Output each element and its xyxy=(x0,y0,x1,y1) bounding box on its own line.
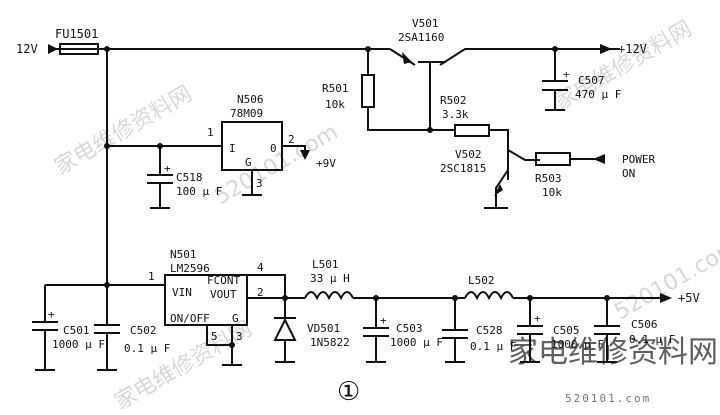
capacitor-c503: + C503 1000 μ F xyxy=(363,298,443,363)
v501-part: 2SA1160 xyxy=(398,31,444,44)
power-on-label-1: POWER xyxy=(622,153,655,166)
svg-text:1: 1 xyxy=(207,126,214,139)
svg-text:+: + xyxy=(380,314,387,327)
svg-text:FCONT: FCONT xyxy=(207,274,240,287)
out-9v-label: +9V xyxy=(316,157,336,170)
watermark-text: 家电维修资料网 xyxy=(551,17,697,116)
input-12v: 12V xyxy=(16,42,60,56)
c506-value: 0.1 μ F xyxy=(629,333,675,346)
transistor-v502: V502 2SC1815 xyxy=(440,140,540,209)
regulator-n506: N506 78M09 1 2 I 0 G 3 +9V xyxy=(104,93,336,196)
r501-value: 10k xyxy=(325,98,345,111)
vd501-part: 1N5822 xyxy=(310,336,350,349)
svg-text:I: I xyxy=(229,142,236,155)
power-on-label-2: ON xyxy=(622,167,635,180)
c528-ref: C528 xyxy=(476,324,503,337)
c506-ref: C506 xyxy=(631,318,658,331)
capacitor-c502: C502 0.1 μ F xyxy=(94,285,170,371)
svg-text:ON/OFF: ON/OFF xyxy=(170,312,210,325)
r502-ref: R502 xyxy=(440,94,467,107)
n506-part: 78M09 xyxy=(230,107,263,120)
l501-ref: L501 xyxy=(312,258,339,271)
diagram-number: ① xyxy=(337,377,360,407)
v501-ref: V501 xyxy=(412,17,439,30)
vd501-ref: VD501 xyxy=(307,322,340,335)
fuse-ref: FU1501 xyxy=(55,27,98,41)
regulator-n501: N501 LM2596 1 VIN FCONT VOUT ON/OFF G 4 … xyxy=(45,248,305,366)
r503-ref: R503 xyxy=(535,172,562,185)
c528-value: 0.1 μ F xyxy=(470,340,516,353)
svg-text:+: + xyxy=(534,312,541,325)
resistor-r502: R502 3.3k xyxy=(427,94,509,142)
svg-text:2: 2 xyxy=(257,286,264,299)
c502-ref: C502 xyxy=(130,324,157,337)
capacitor-c528: C528 0.1 μ F xyxy=(442,298,516,363)
svg-text:3: 3 xyxy=(256,177,263,190)
svg-text:1: 1 xyxy=(148,270,155,283)
capacitor-c518: + C518 100 μ F xyxy=(147,146,222,209)
c502-value: 0.1 μ F xyxy=(124,342,170,355)
c505-value: 1000 μ F xyxy=(551,338,604,351)
diode-vd501: VD501 1N5822 xyxy=(273,298,350,363)
watermark-text: 家电维修资料网 xyxy=(51,82,197,181)
r502-value: 3.3k xyxy=(442,108,469,121)
transistor-v501: V501 2SA1160 xyxy=(389,17,620,130)
svg-text:+: + xyxy=(48,308,55,321)
l502-ref: L502 xyxy=(468,274,495,287)
n506-ref: N506 xyxy=(237,93,264,106)
svg-text:+: + xyxy=(563,68,570,81)
c505-ref: C505 xyxy=(553,324,580,337)
svg-text:5: 5 xyxy=(211,330,218,343)
capacitor-c501: + C501 1000 μ F xyxy=(32,285,105,371)
fuse-fu1501: FU1501 xyxy=(55,27,99,55)
c501-value: 1000 μ F xyxy=(52,338,105,351)
c507-ref: C507 xyxy=(578,74,605,87)
output-12v: +12V xyxy=(552,42,647,56)
capacitor-c506: C506 0.1 μ F xyxy=(594,298,675,363)
n501-part: LM2596 xyxy=(170,262,210,275)
inductor-l501: L501 33 μ H xyxy=(304,258,465,301)
capacitor-c507: + C507 470 μ F xyxy=(542,49,621,111)
svg-text:4: 4 xyxy=(257,261,264,274)
diagram-number-label: ① xyxy=(337,377,360,407)
capacitor-c505: + C505 1000 μ F xyxy=(517,298,604,363)
out-5v-label: +5V xyxy=(678,291,700,305)
input-12v-label: 12V xyxy=(16,42,38,56)
svg-text:3: 3 xyxy=(236,330,243,343)
watermark-text: 520101.com xyxy=(611,235,720,326)
svg-text:+: + xyxy=(164,162,171,175)
watermark-site-name: 家电维修资料网 xyxy=(508,335,718,370)
r501-ref: R501 xyxy=(322,82,349,95)
r503-value: 10k xyxy=(542,186,562,199)
c503-value: 1000 μ F xyxy=(390,336,443,349)
n501-ref: N501 xyxy=(170,248,197,261)
c503-ref: C503 xyxy=(396,322,423,335)
v502-part: 2SC1815 xyxy=(440,162,486,175)
v502-ref: V502 xyxy=(455,148,482,161)
l501-value: 33 μ H xyxy=(310,272,350,285)
svg-text:VOUT: VOUT xyxy=(210,288,237,301)
svg-text:2: 2 xyxy=(288,133,295,146)
c518-ref: C518 xyxy=(176,171,203,184)
svg-text:VIN: VIN xyxy=(172,286,192,299)
resistor-r503: R503 10k POWER ON xyxy=(535,152,655,199)
resistor-r501: R501 10k xyxy=(322,46,430,131)
c518-value: 100 μ F xyxy=(176,185,222,198)
c507-value: 470 μ F xyxy=(575,88,621,101)
svg-text:G: G xyxy=(232,312,239,325)
watermark-url: 520101.com xyxy=(565,392,651,405)
c501-ref: C501 xyxy=(63,324,90,337)
watermark-layer: 家电维修资料网 家电维修资料网 家电维修资料网 520101.com 52010… xyxy=(51,17,720,415)
out-12v-label: +12V xyxy=(618,42,647,56)
svg-text:0: 0 xyxy=(270,142,277,155)
inductor-l502: L502 +5V xyxy=(464,274,700,305)
svg-text:G: G xyxy=(245,156,252,169)
